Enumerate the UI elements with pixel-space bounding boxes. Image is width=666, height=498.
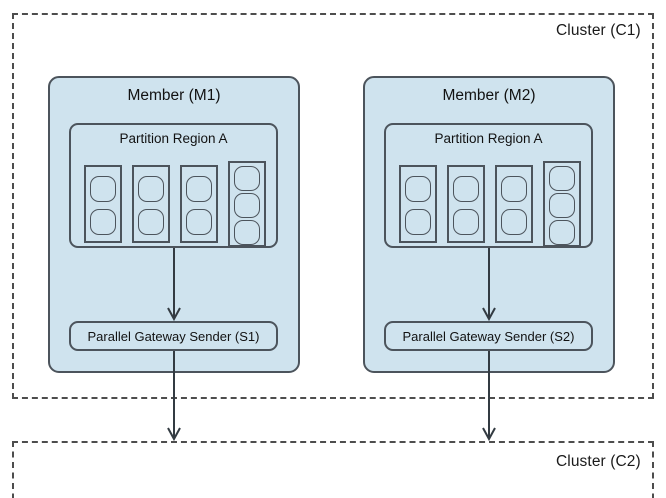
bucket [186, 209, 212, 235]
bucket [90, 176, 116, 202]
bucket [549, 166, 575, 191]
bucket [453, 209, 479, 235]
partition-region-a-m1-title: Partition Region A [119, 131, 228, 146]
bucket-column-m1-3 [180, 165, 218, 243]
cluster-c2-label: Cluster (C2) [556, 453, 641, 470]
bucket [138, 209, 164, 235]
bucket [90, 209, 116, 235]
bucket-column-m2-2 [447, 165, 485, 243]
bucket [453, 176, 479, 202]
member-m2-title: Member (M2) [442, 87, 536, 104]
bucket [234, 193, 260, 218]
cluster-c1-label: Cluster (C1) [556, 22, 641, 39]
bucket [501, 209, 527, 235]
bucket [405, 176, 431, 202]
bucket [186, 176, 212, 202]
partition-region-a-m1 [69, 123, 278, 248]
bucket-column-m1-2 [132, 165, 170, 243]
bucket [501, 176, 527, 202]
partition-region-a-m2 [384, 123, 593, 248]
member-m1-title: Member (M1) [127, 87, 221, 104]
bucket-column-m1-1 [84, 165, 122, 243]
bucket [405, 209, 431, 235]
partition-region-a-m2-title: Partition Region A [434, 131, 543, 146]
bucket-column-m2-4 [543, 161, 581, 247]
bucket [138, 176, 164, 202]
bucket-column-m2-1 [399, 165, 437, 243]
cluster-c2-boundary [12, 441, 654, 498]
bucket [234, 220, 260, 245]
bucket [549, 220, 575, 245]
parallel-gateway-sender-s2: Parallel Gateway Sender (S2) [384, 321, 593, 351]
parallel-gateway-sender-s1: Parallel Gateway Sender (S1) [69, 321, 278, 351]
bucket-column-m1-4 [228, 161, 266, 247]
bucket [234, 166, 260, 191]
bucket-column-m2-3 [495, 165, 533, 243]
bucket [549, 193, 575, 218]
cluster-c1-boundary [12, 13, 654, 399]
